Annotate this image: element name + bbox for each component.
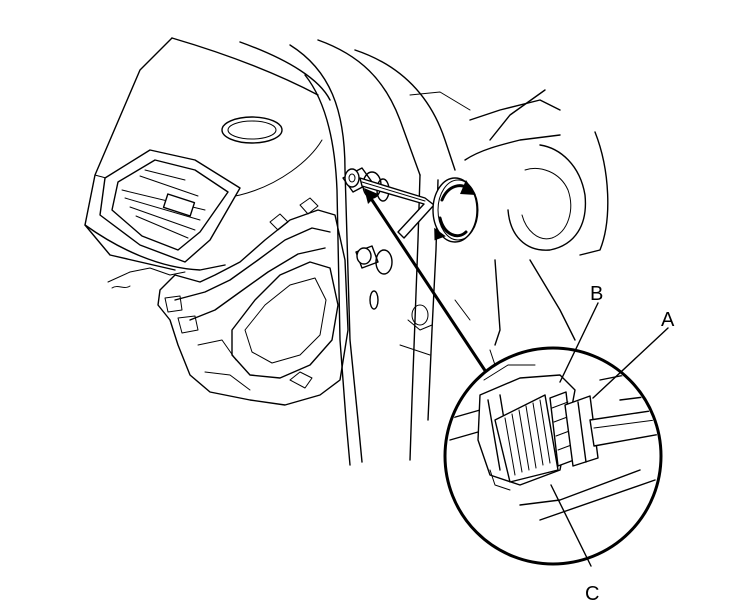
hinge-pin-lower (355, 245, 393, 275)
dashboard (84, 37, 331, 289)
rotation-direction-disc (432, 177, 479, 243)
callout-leaders (550, 302, 669, 567)
hex-wrench (359, 177, 435, 239)
callout-label-c: C (585, 583, 599, 605)
dash-frame-structure (157, 197, 349, 406)
callout-label-a: A (661, 309, 675, 331)
detail-view (443, 346, 663, 566)
callout-label-b: B (590, 283, 603, 305)
detail-leader-arrow (364, 188, 488, 374)
